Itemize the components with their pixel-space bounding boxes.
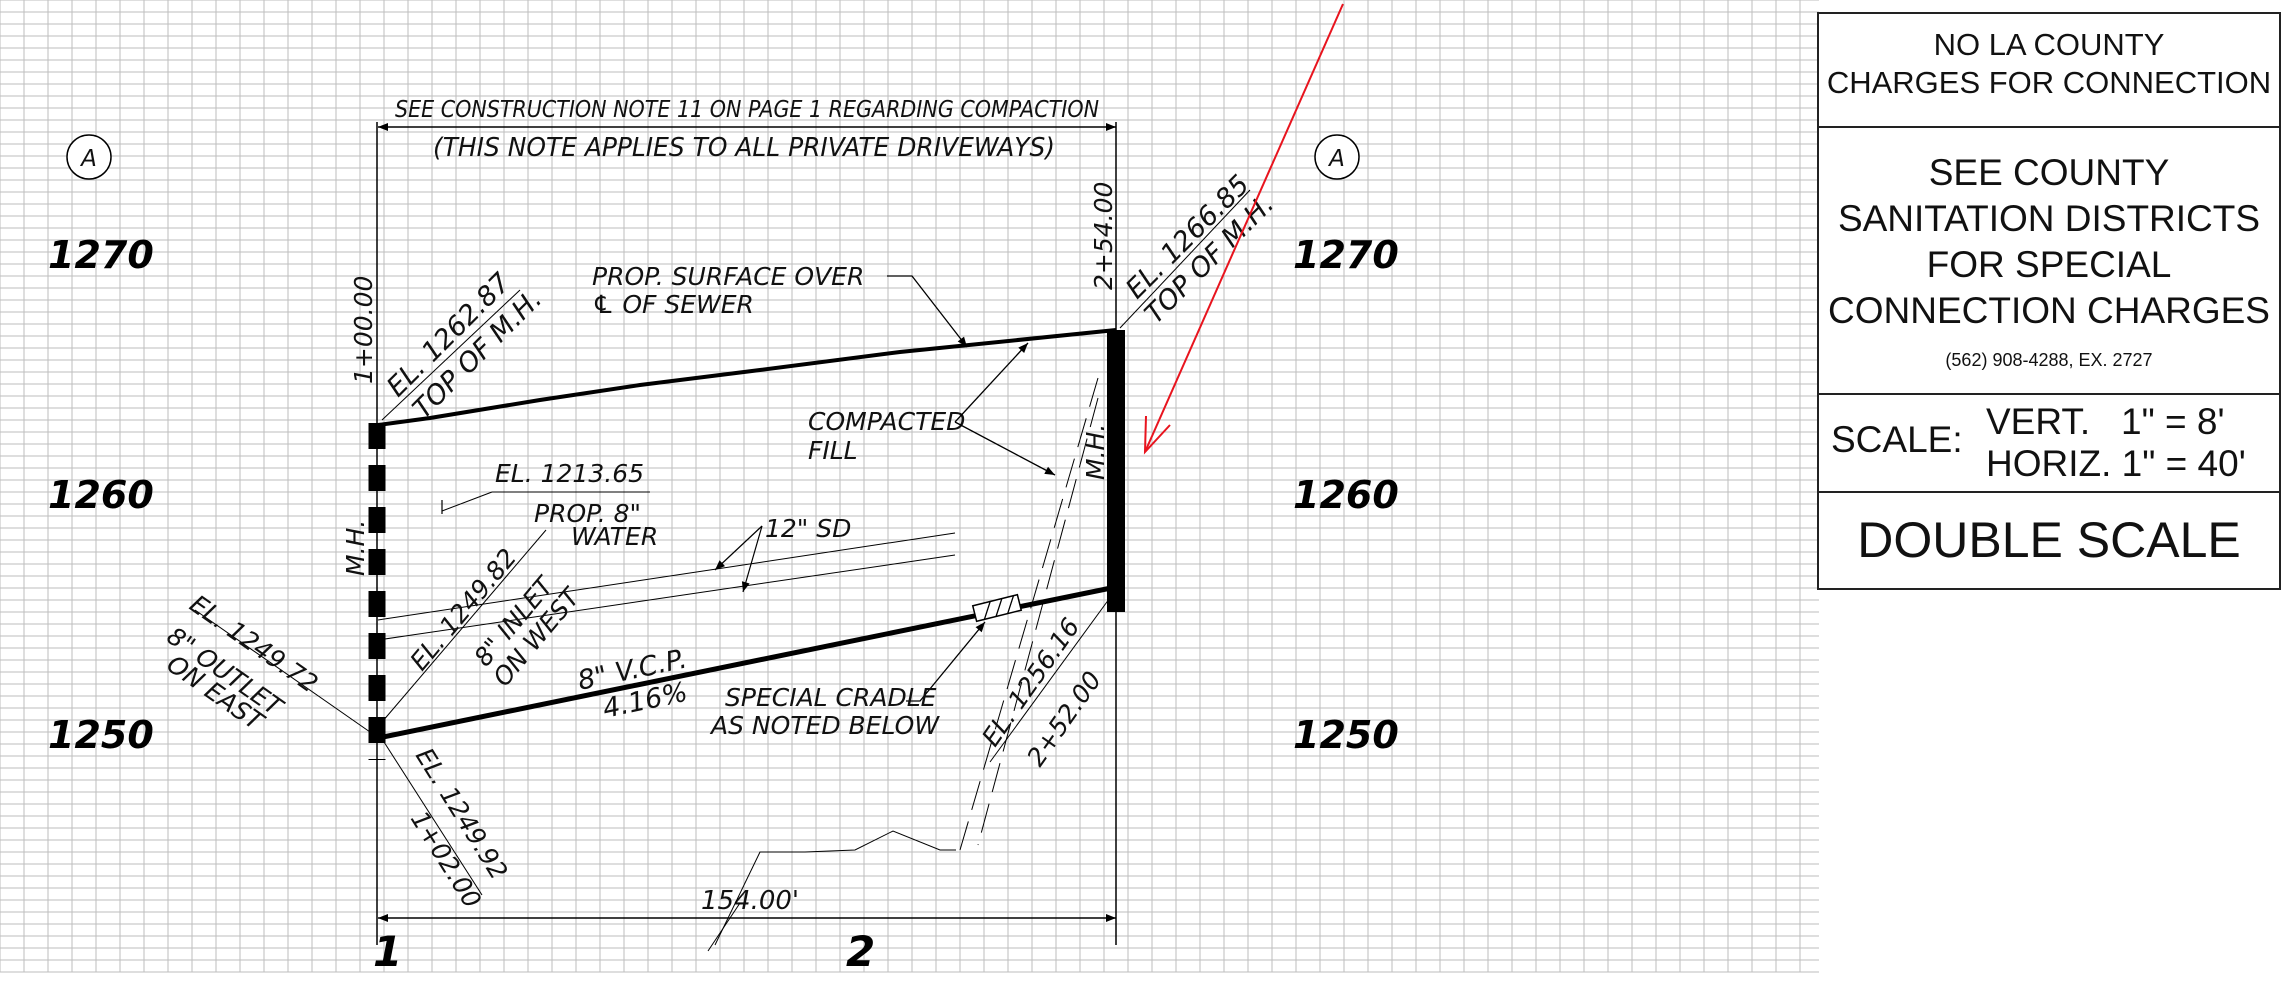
surface-note-line2: ℄ OF SEWER	[592, 290, 754, 319]
station-number-1: 1	[373, 927, 402, 976]
left-invert-leader	[383, 741, 483, 896]
connection-charges-section: NO LA COUNTY CHARGES FOR CONNECTION	[1819, 14, 2279, 128]
special-cradle-symbol	[971, 593, 1023, 623]
county-note-line4: CONNECTION CHARGES	[1828, 290, 2270, 331]
water-label: WATER	[571, 522, 658, 551]
storm-drain-line-upper	[377, 532, 956, 621]
svg-text:A: A	[1327, 146, 1345, 172]
right-mh-label: M.H.	[1081, 424, 1110, 480]
section-marker-right: A	[1314, 134, 1360, 180]
sd-leader-2	[741, 525, 763, 593]
compacted-fill-line2: FILL	[808, 436, 858, 465]
county-note-line3: FOR SPECIAL	[1926, 244, 2172, 285]
elevation-label-1260-left: 1260	[48, 473, 154, 517]
storm-drain-line-lower	[377, 554, 956, 641]
compacted-fill-line1: COMPACTED	[808, 407, 965, 436]
elevation-label-1270-right: 1270	[1293, 233, 1399, 277]
phone-number: (562) 908-4288, EX. 2727	[1945, 350, 2153, 370]
elevation-label-1270-left: 1270	[48, 233, 154, 277]
no-county-charges-line2: CHARGES FOR CONNECTION	[1826, 65, 2272, 100]
horizontal-scale: HORIZ. 1" = 40'	[1986, 443, 2246, 484]
compacted-fill-leader-1	[954, 342, 1029, 423]
right-manhole	[1107, 330, 1125, 612]
surface-note-leader	[887, 275, 968, 348]
proposed-surface-line	[377, 328, 1117, 427]
surface-note-line1: PROP. SURFACE OVER	[592, 262, 864, 291]
right-station-label: 2+54.00	[1089, 182, 1118, 290]
left-mh-label: M.H.	[341, 520, 370, 576]
profile-grid	[0, 0, 1819, 973]
elevation-label-1250-left: 1250	[48, 713, 154, 757]
scale-section: SCALE: VERT. 1" = 8' HORIZ. 1" = 40'	[1819, 395, 2279, 493]
left-inlet-leader	[381, 529, 547, 723]
distance-label: 154.00'	[701, 886, 799, 916]
elevation-label-1250-right: 1250	[1293, 713, 1399, 757]
water-label-size: PROP. 8"	[534, 499, 641, 528]
sd-leader-1	[714, 525, 763, 571]
water-elevation: EL. 1213.65	[495, 459, 644, 488]
construction-note-driveways: (THIS NOTE APPLIES TO ALL PRIVATE DRIVEW…	[433, 133, 1055, 163]
right-top-leader	[1119, 189, 1251, 329]
svg-text:A: A	[79, 146, 97, 172]
construction-note: SEE CONSTRUCTION NOTE 11 ON PAGE 1 REGAR…	[395, 97, 1099, 123]
compacted-fill-leader-2	[954, 421, 1056, 476]
scale-label: SCALE:	[1831, 419, 1963, 460]
red-annotation-arrow	[1143, 3, 1344, 455]
right-invert-leader	[989, 594, 1113, 763]
vertical-scale: VERT. 1" = 8'	[1986, 401, 2225, 442]
existing-grade-line	[714, 830, 956, 946]
left-top-leader	[381, 289, 521, 421]
storm-drain-label: 12" SD	[765, 514, 851, 543]
sewer-profile-drawing: 1270 1260 1250 1270 1260 1250 A A SEE CO…	[0, 0, 1819, 976]
special-cradle-leader	[906, 621, 986, 702]
trench-line-2	[977, 397, 1099, 846]
county-note-line1: SEE COUNTY	[1928, 152, 2170, 193]
left-outlet-leader	[194, 609, 371, 733]
double-scale-section: DOUBLE SCALE	[1819, 493, 2279, 588]
title-block: NO LA COUNTY CHARGES FOR CONNECTION SEE …	[1817, 12, 2281, 590]
left-station-label: 1+00.00	[349, 276, 378, 384]
special-cradle-line1: SPECIAL CRADLE	[725, 683, 937, 712]
county-note-line2: SANITATION DISTRICTS	[1837, 198, 2261, 239]
no-county-charges-line1: NO LA COUNTY	[1933, 27, 2165, 62]
sanitation-districts-section: SEE COUNTY SANITATION DISTRICTS FOR SPEC…	[1819, 128, 2279, 395]
elevation-label-1260-right: 1260	[1293, 473, 1399, 517]
double-scale-label: DOUBLE SCALE	[1857, 512, 2241, 568]
special-cradle-line2: AS NOTED BELOW	[709, 711, 940, 740]
water-leader	[441, 491, 493, 512]
section-marker-left: A	[66, 134, 112, 180]
station-number-2: 2	[846, 927, 875, 976]
